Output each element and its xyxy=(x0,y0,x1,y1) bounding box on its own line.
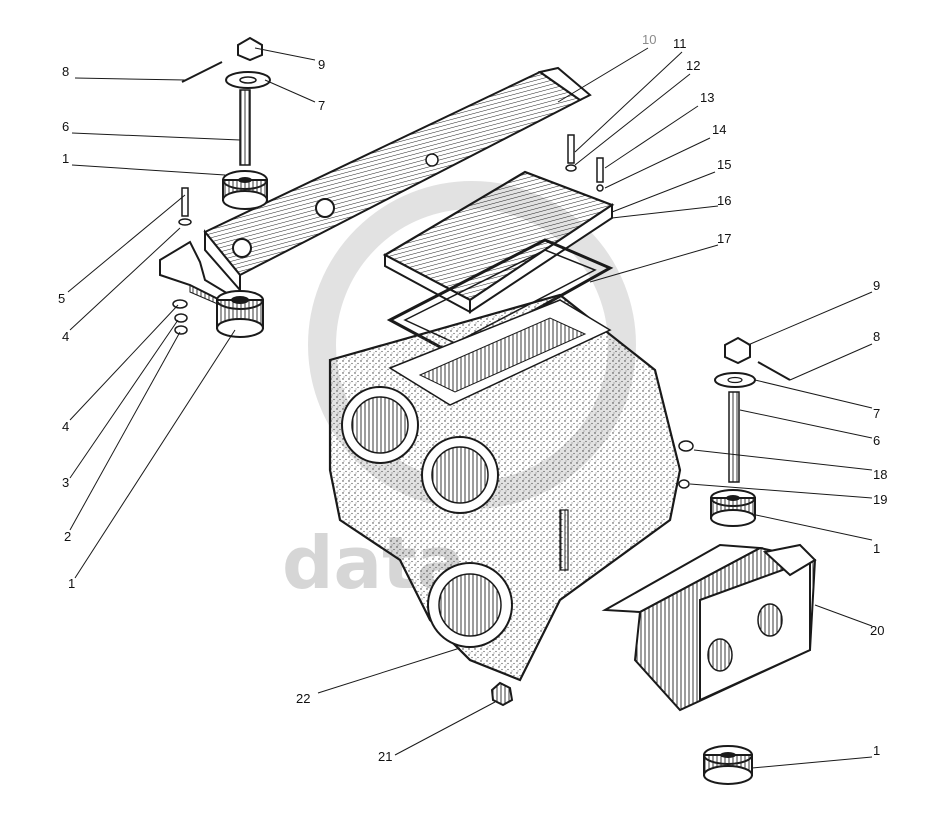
frame-rail xyxy=(203,66,592,293)
callout-4-lower: 4 xyxy=(62,419,69,434)
callout-22: 22 xyxy=(296,691,310,706)
callout-18: 18 xyxy=(873,467,887,482)
callout-1-lower-left: 1 xyxy=(68,576,75,591)
callout-4: 4 xyxy=(62,329,69,344)
callout-1-right: 1 xyxy=(873,541,880,556)
callout-6: 6 xyxy=(62,119,69,134)
callout-11: 11 xyxy=(673,36,687,51)
support-bracket xyxy=(601,543,817,712)
callout-labels: 8 9 7 6 1 5 4 4 3 2 1 10 11 12 13 14 15 … xyxy=(58,32,887,764)
callout-17: 17 xyxy=(717,231,731,246)
callout-8-right: 8 xyxy=(873,329,880,344)
callout-16: 16 xyxy=(717,193,731,208)
right-bolt-assembly xyxy=(678,336,791,527)
callout-19: 19 xyxy=(873,492,887,507)
callout-9: 9 xyxy=(318,57,325,72)
callout-12: 12 xyxy=(686,58,700,73)
callout-1-bottom: 1 xyxy=(873,743,880,758)
callout-13: 13 xyxy=(700,90,714,105)
callout-6-right: 6 xyxy=(873,433,880,448)
small-bolts xyxy=(565,134,604,192)
callout-10: 10 xyxy=(642,32,656,47)
callout-7-right: 7 xyxy=(873,406,880,421)
callout-5: 5 xyxy=(58,291,65,306)
callout-8: 8 xyxy=(62,64,69,79)
gearbox-housing xyxy=(328,293,682,682)
callout-3: 3 xyxy=(62,475,69,490)
callout-2: 2 xyxy=(64,529,71,544)
bottom-cushion xyxy=(703,745,753,785)
leader-lines xyxy=(67,47,873,769)
callout-21: 21 xyxy=(378,749,392,764)
callout-15: 15 xyxy=(717,157,731,172)
callout-7: 7 xyxy=(318,98,325,113)
callout-9-right: 9 xyxy=(873,278,880,293)
callout-14: 14 xyxy=(712,122,726,137)
left-bolt-assembly xyxy=(172,36,271,338)
callout-20: 20 xyxy=(870,623,884,638)
callout-1: 1 xyxy=(62,151,69,166)
drain-plug xyxy=(490,681,514,707)
